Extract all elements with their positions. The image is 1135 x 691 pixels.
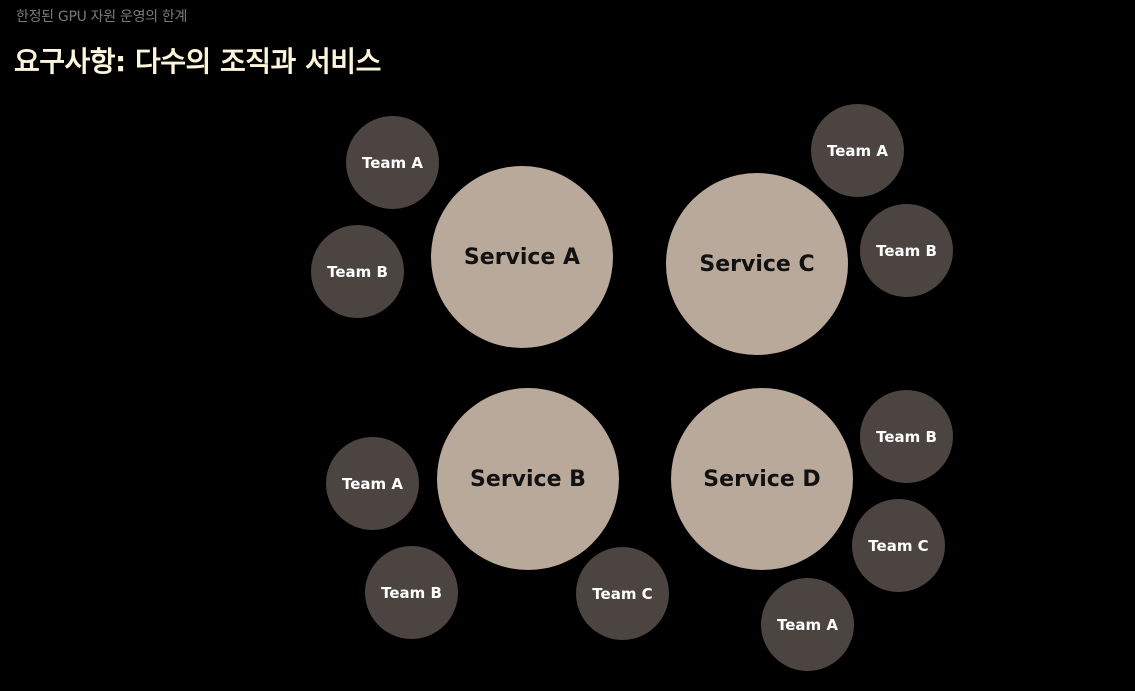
service-b-circle: Service B — [437, 388, 619, 570]
service-d-circle: Service D — [671, 388, 853, 570]
service-b-team-a-circle: Team A — [326, 437, 419, 530]
service-c-team-b-circle: Team B — [860, 204, 953, 297]
service-a-circle: Service A — [431, 166, 613, 348]
slide-subtitle: 한정된 GPU 자원 운영의 한계 — [16, 9, 188, 25]
service-a-team-b-circle: Team B — [311, 225, 404, 318]
service-a-team-a-circle: Team A — [346, 116, 439, 209]
slide-title: 요구사항: 다수의 조직과 서비스 — [14, 45, 381, 78]
service-d-team-a-circle: Team A — [761, 578, 854, 671]
service-b-team-c-circle: Team C — [576, 547, 669, 640]
service-d-team-b-circle: Team B — [860, 390, 953, 483]
service-b-team-b-circle: Team B — [365, 546, 458, 639]
service-c-circle: Service C — [666, 173, 848, 355]
service-c-team-a-circle: Team A — [811, 104, 904, 197]
service-d-team-c-circle: Team C — [852, 499, 945, 592]
